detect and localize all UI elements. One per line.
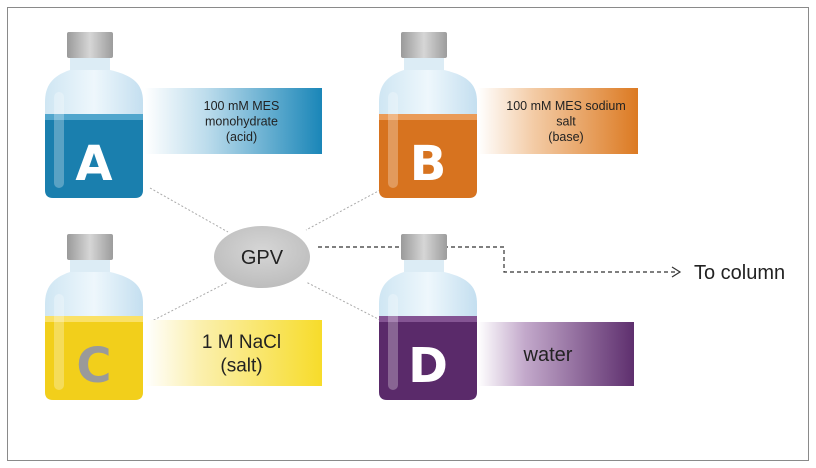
bottle-d-liquid [379,316,477,400]
bottle-d-liquid-surface [379,316,477,322]
to-column-label: To column [694,262,785,284]
bottle-b-label-line: (base) [548,130,583,144]
bottle-b-label-band [478,88,638,154]
bottle-b-liquid-surface [379,114,477,120]
outlet-path [318,246,678,273]
bottle-b-letter: B [410,136,447,192]
bottle-d-label-line: water [523,344,573,366]
bottle-c-highlight [54,294,64,390]
bottle-a-letter: A [75,136,112,192]
bottle-d-cap [401,234,447,260]
bottle-c-cap [67,234,113,260]
bottle-d-letter: D [408,338,448,394]
bottle-a-label-band [145,88,322,154]
connector-line-d [305,281,385,323]
bottle-c-label-line: (salt) [220,356,262,377]
bottle-c-label-line: 1 M NaCl [202,332,281,353]
bottle-c-neck [70,260,110,272]
bottle-c: C 1 M NaCl (salt) [45,234,322,400]
bottle-b-liquid [379,114,477,198]
bottle-d-label-band [478,322,634,386]
connector-line-b [305,187,385,231]
outlet-arrowhead [671,266,682,278]
bottle-a-label-line: (acid) [226,130,257,144]
bottle-b-highlight [388,92,398,188]
bottle-a-highlight [54,92,64,188]
connector-line-a [149,187,229,233]
bottle-b-neck [404,58,444,70]
bottle-b-label-line: 100 mM MES sodium [506,99,625,113]
bottle-a-label-line: monohydrate [205,114,278,128]
diagram-border [7,7,809,461]
bottle-a-label-line: 100 mM MES [204,99,280,113]
bottle-a-liquid-surface [45,114,143,120]
gpv-hub [214,226,310,288]
bottle-b-label-line: salt [556,114,576,128]
bottle-d-neck [404,260,444,272]
bottle-c-label-band [145,320,322,386]
bottle-d-highlight [388,294,398,390]
gpv-label: GPV [241,247,284,269]
bottle-b-cap [401,32,447,58]
bottle-c-letter: C [76,338,111,394]
bottle-a-liquid [45,114,143,198]
bottle-a-neck [70,58,110,70]
bottle-a-cap [67,32,113,58]
bottle-c-liquid [45,316,143,400]
bottle-c-liquid-surface [45,316,143,322]
connector-line-c [149,281,229,323]
